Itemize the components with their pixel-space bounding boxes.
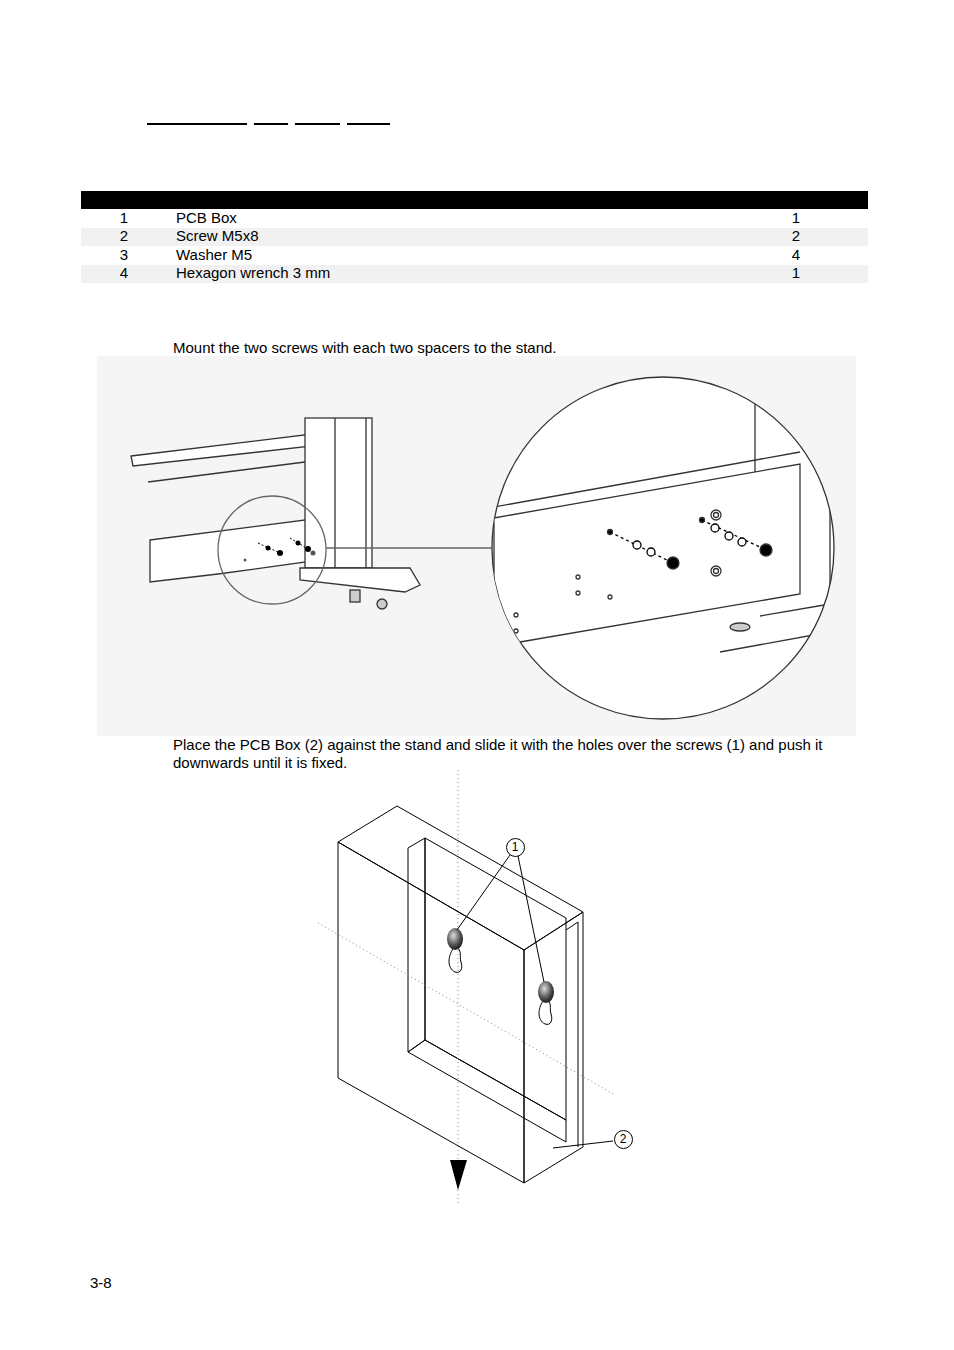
detail-view <box>492 370 834 719</box>
table-cell: 2 <box>776 227 816 245</box>
callout-number: 1 <box>512 841 519 853</box>
table-cell: 4 <box>776 246 816 264</box>
pcb-box-drawing <box>318 770 615 1205</box>
instruction-text: Place the PCB Box (2) against the stand … <box>173 736 863 772</box>
heading-underline <box>147 123 390 125</box>
figure-ground <box>97 356 856 736</box>
callout-circle: 2 <box>614 1130 633 1149</box>
table-cell: 1 <box>776 264 816 282</box>
table-cell: 3 <box>104 246 144 264</box>
table-cell: Screw M5x8 <box>176 227 259 245</box>
table-header <box>81 191 868 209</box>
page-number: 3-8 <box>90 1274 112 1292</box>
instruction-text: Mount the two screws with each two space… <box>173 339 557 357</box>
table-row <box>81 265 868 283</box>
table-cell: 1 <box>776 209 816 227</box>
table-row <box>81 228 868 246</box>
table-cell: 4 <box>104 264 144 282</box>
stand-drawing <box>131 418 492 609</box>
table-cell: 2 <box>104 227 144 245</box>
table-cell: 1 <box>104 209 144 227</box>
table-cell: PCB Box <box>176 209 237 227</box>
callout-circle: 1 <box>506 838 525 857</box>
table-cell: Hexagon wrench 3 mm <box>176 264 330 282</box>
callout-number: 2 <box>620 1133 627 1145</box>
detail-marks <box>244 538 316 562</box>
table-cell: Washer M5 <box>176 246 252 264</box>
